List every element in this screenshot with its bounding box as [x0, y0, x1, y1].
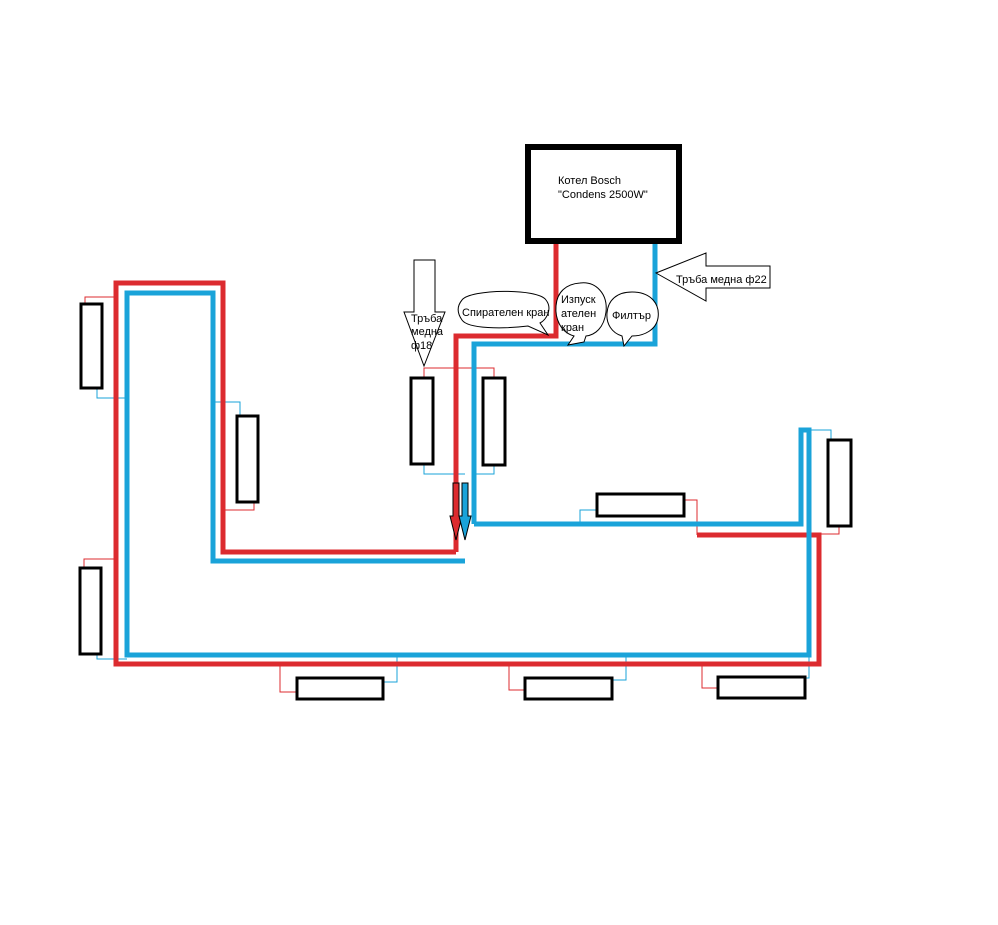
bubble-filter-shape: [606, 291, 659, 348]
boiler: Котел Bosch "Condens 2500W": [525, 144, 682, 244]
callout-branch-pipe-arrow: [403, 259, 446, 368]
connector-bottom-1-return: [383, 655, 398, 683]
radiator-left-lower: [78, 566, 103, 656]
connector-middle-return: [579, 509, 597, 524]
bubble-shutoff-valve: Спирателен кран: [457, 290, 550, 337]
pipe-main-label: Тръба медна ф22: [676, 274, 767, 286]
connector-left-lower-supply: [83, 558, 116, 568]
radiators: [78, 302, 853, 701]
connector-left-upper-supply: [84, 296, 116, 304]
bubble-drain-valve: Изпуск ателен кран: [555, 282, 607, 346]
radiator-bottom-3: [716, 675, 807, 700]
supply-pipes: [113, 244, 822, 667]
return-flow-arrow: [458, 482, 472, 541]
callout-main-pipe-arrow: [654, 252, 771, 302]
radiator-right: [826, 438, 853, 528]
connector-bottom-3-supply: [701, 664, 718, 689]
connector-central-b-supply: [456, 367, 495, 378]
bubble-drain-valve-line2: ателен: [561, 308, 596, 320]
radiator-bottom-1: [295, 676, 385, 701]
connector-right-return: [809, 429, 832, 440]
return-pipe-boiler: [471, 244, 658, 524]
supply-pipe-left-loop: [113, 280, 822, 667]
connector-bottom-2-supply: [508, 664, 525, 691]
callout-branch-pipe: Тръба медна ф18: [403, 259, 446, 368]
connector-bottom-2-return: [612, 655, 627, 681]
return-pipe-left-loop: [124, 290, 812, 658]
radiator-bottom-2: [523, 676, 614, 701]
connector-central-a-return: [423, 464, 465, 475]
callout-main-pipe: Тръба медна ф22: [654, 252, 771, 302]
boiler-box: [525, 144, 682, 244]
supply-flow-arrow: [449, 482, 463, 541]
connector-bottom-1-supply: [279, 664, 297, 693]
pipe-branch-label-line1: Тръба: [411, 313, 443, 325]
pipe-branch-label-line2: медна: [411, 326, 444, 338]
radiator-inner-left: [235, 414, 260, 504]
connector-inner-left-supply: [223, 502, 255, 511]
bubble-drain-valve-shape: [555, 282, 607, 346]
connector-central-b-return: [474, 465, 495, 475]
bubble-filter: Филтър: [606, 291, 659, 348]
supply-pipe-boiler: [453, 244, 559, 552]
bubble-shutoff-valve-text: Спирателен кран: [462, 307, 550, 319]
connector-inner-left-return: [213, 401, 241, 416]
bubble-shutoff-valve-shape: [457, 290, 550, 337]
radiator-middle: [595, 492, 686, 518]
radiator-central-b: [481, 376, 507, 467]
radiator-left-upper: [79, 302, 104, 390]
pipe-branch-label-line3: ф18: [411, 340, 432, 352]
bubble-drain-valve-line3: кран: [561, 322, 584, 334]
bubble-filter-text: Филтър: [612, 310, 651, 322]
boiler-label-line2: "Condens 2500W": [558, 189, 648, 201]
return-pipes: [124, 244, 812, 658]
connector-right-supply: [819, 526, 840, 535]
connector-central-a-supply: [423, 367, 456, 378]
radiator-central-a: [409, 376, 435, 466]
radiator-connectors: [83, 296, 840, 693]
bubble-drain-valve-line1: Изпуск: [561, 294, 596, 306]
connector-middle-supply: [684, 499, 698, 535]
flow-arrows: [449, 482, 472, 541]
boiler-label-line1: Котел Bosch: [558, 175, 621, 187]
